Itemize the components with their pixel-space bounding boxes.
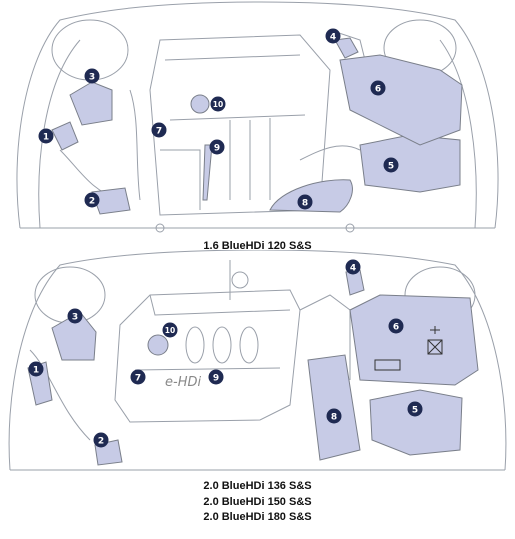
component-2	[91, 187, 131, 215]
callout-9: 9	[209, 139, 225, 155]
component-1	[51, 121, 79, 151]
svg-text:5: 5	[388, 162, 394, 172]
svg-text:2: 2	[89, 197, 95, 207]
callout-8: 8	[326, 408, 342, 424]
callout-1: 1	[38, 128, 54, 144]
callout-4: 4	[345, 259, 361, 275]
engine-caption-bottom: 2.0 BlueHDi 136 S&S 2.0 BlueHDi 150 S&S …	[0, 479, 515, 526]
callout-3: 3	[67, 308, 83, 324]
svg-text:7: 7	[135, 374, 141, 384]
component-4	[334, 37, 359, 59]
svg-text:10: 10	[213, 100, 223, 109]
svg-text:5: 5	[412, 406, 418, 416]
svg-text:3: 3	[72, 313, 78, 323]
component-3	[69, 81, 113, 126]
component-8	[269, 179, 353, 213]
callout-10: 10	[210, 96, 226, 112]
svg-text:10: 10	[165, 326, 175, 335]
component-10	[190, 94, 210, 114]
svg-text:4: 4	[330, 33, 336, 43]
callout-5: 5	[407, 401, 423, 417]
svg-text:7: 7	[156, 127, 162, 137]
callout-6: 6	[388, 318, 404, 334]
callout-4: 4	[325, 28, 341, 44]
engine-variant-150: 2.0 BlueHDi 150 S&S	[203, 495, 312, 508]
engine-caption-top: 1.6 BlueHDi 120 S&S	[203, 240, 312, 252]
component-5	[359, 134, 461, 193]
svg-text:6: 6	[375, 85, 381, 95]
component-8	[307, 354, 361, 461]
svg-text:9: 9	[213, 374, 219, 384]
component-10	[147, 334, 169, 356]
component-6	[339, 54, 463, 146]
svg-text:8: 8	[302, 199, 308, 209]
callout-1: 1	[28, 361, 44, 377]
callout-2: 2	[93, 432, 109, 448]
callout-10: 10	[162, 322, 178, 338]
svg-text:2: 2	[98, 437, 104, 447]
callout-7: 7	[151, 122, 167, 138]
callout-5: 5	[383, 157, 399, 173]
svg-text:8: 8	[331, 413, 337, 423]
callout-6: 6	[370, 80, 386, 96]
callout-7: 7	[130, 369, 146, 385]
component-6	[349, 294, 479, 386]
svg-text:1: 1	[43, 133, 49, 143]
svg-text:1: 1	[33, 366, 39, 376]
callout-9: 9	[208, 369, 224, 385]
callout-3: 3	[84, 68, 100, 84]
engine-bay-diagram-2-0: e-HDi 1 2 3 4 5 6 7 8 9 10	[8, 250, 507, 471]
component-9	[202, 144, 213, 201]
svg-text:6: 6	[393, 323, 399, 333]
engine-variant-136: 2.0 BlueHDi 136 S&S	[203, 480, 312, 492]
callout-8: 8	[297, 194, 313, 210]
callout-2: 2	[84, 192, 100, 208]
component-5	[369, 389, 463, 456]
warning-label-icon	[427, 339, 443, 355]
svg-text:3: 3	[89, 73, 95, 83]
engine-cover-logo: e-HDi	[165, 375, 201, 390]
engine-bay-diagram-1-6: 1 2 3 4 5 6 7 8 9 10	[16, 1, 499, 233]
svg-text:4: 4	[350, 264, 356, 274]
engine-variant-180: 2.0 BlueHDi 180 S&S	[203, 511, 312, 523]
svg-text:9: 9	[214, 144, 220, 154]
